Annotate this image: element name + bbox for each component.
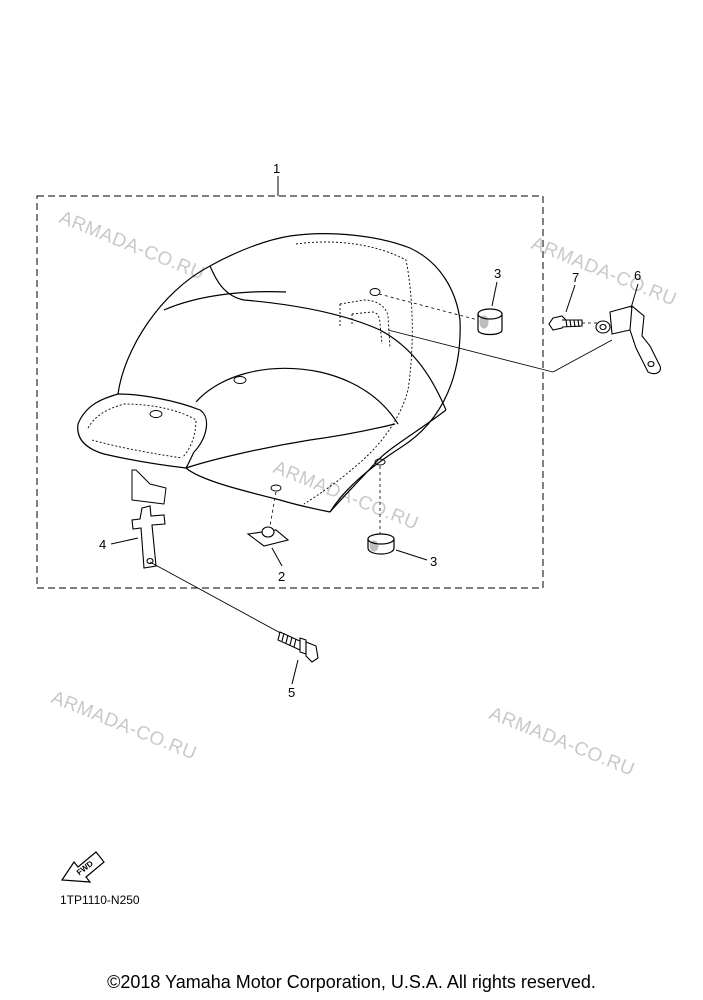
watermark-text: ARMADA-CO.RU: [270, 457, 421, 534]
watermark-layer: ARMADA-CO.RU ARMADA-CO.RU ARMADA-CO.RU A…: [48, 207, 679, 780]
leader-line: [271, 547, 283, 567]
damper-lower: [367, 533, 395, 555]
watermark-text: ARMADA-CO.RU: [486, 703, 637, 780]
watermark-text: ARMADA-CO.RU: [528, 233, 679, 310]
seat: [77, 233, 461, 513]
callout-4: 4: [99, 537, 106, 552]
leader-line: [630, 283, 639, 309]
bolt-rear: [548, 315, 583, 331]
leader-line: [491, 281, 498, 307]
leader-line: [291, 659, 299, 685]
assembly-box: [36, 195, 544, 589]
assembly-line: [387, 329, 554, 373]
copyright-text: ©2018 Yamaha Motor Corporation, U.S.A. A…: [107, 972, 596, 992]
part-number: 1TP1110-N250: [60, 893, 140, 907]
fwd-arrow-icon: FWD: [60, 851, 105, 883]
damper-upper: [477, 308, 503, 336]
watermark-text: ARMADA-CO.RU: [48, 687, 199, 764]
callout-7: 7: [572, 270, 579, 285]
callout-6: 6: [634, 268, 641, 283]
leader-line: [565, 284, 576, 313]
nut: [246, 526, 290, 547]
leader-line: [110, 537, 139, 545]
callout-5: 5: [288, 685, 295, 700]
leader-line: [395, 549, 428, 561]
assembly-dashed-line: [378, 293, 479, 321]
assembly-line: [149, 561, 287, 637]
bolt-front: [277, 631, 319, 663]
callout-1: 1: [273, 161, 280, 176]
callout-3-upper: 3: [494, 266, 501, 281]
callout-3-lower: 3: [430, 554, 437, 569]
bracket-front: [131, 505, 166, 569]
bracket-rear: [595, 305, 661, 375]
assembly-line: [552, 339, 613, 373]
watermark-text: ARMADA-CO.RU: [56, 207, 207, 284]
callout-2: 2: [278, 569, 285, 584]
